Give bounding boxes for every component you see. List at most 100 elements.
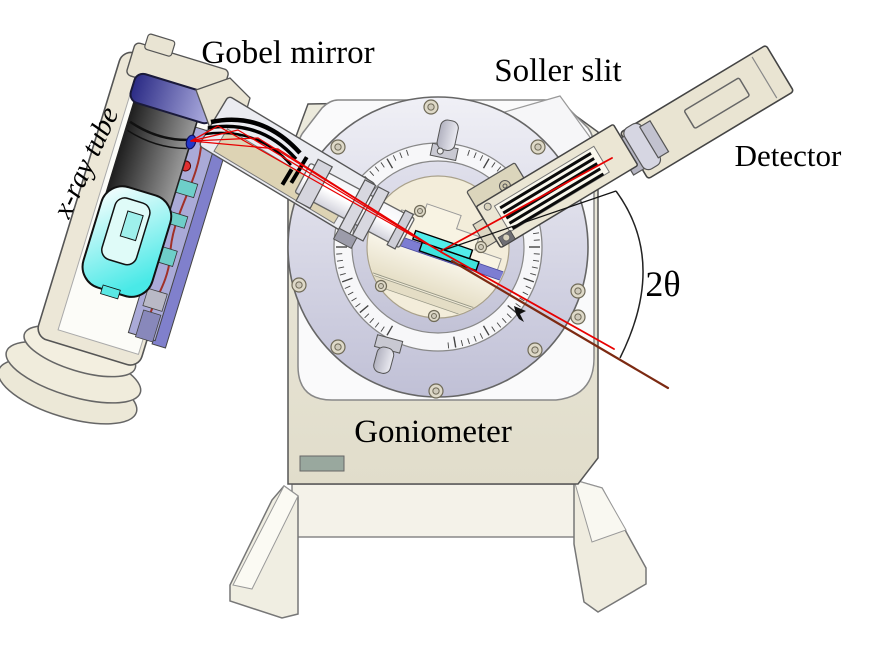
cylinder-band [127, 129, 187, 150]
bolt [378, 283, 384, 289]
tick [369, 318, 375, 324]
tick [473, 152, 477, 159]
tick [341, 277, 353, 283]
bolt [431, 313, 437, 319]
soller-slat [502, 157, 595, 215]
tick [523, 277, 535, 283]
label-soller-slit: Soller slit [494, 53, 621, 89]
label-gobel-mirror: Gobel mirror [201, 35, 374, 71]
angle-vertex-line [443, 190, 617, 251]
tick [399, 152, 403, 159]
bolt [531, 346, 539, 354]
tick [359, 304, 369, 314]
tick [339, 273, 346, 276]
tick [351, 297, 357, 302]
exit-slit-bar [280, 168, 294, 186]
soller-slat [508, 167, 602, 225]
collimator-flange [295, 158, 334, 210]
mirror-curve [210, 117, 302, 155]
exit-slit-bar [289, 156, 309, 184]
angle-arc [615, 190, 644, 359]
focused-beam [217, 125, 442, 253]
dial-clamp-top [429, 119, 459, 162]
tick [344, 285, 351, 289]
bolt [574, 287, 582, 295]
tick [530, 273, 537, 276]
transmitted-beam-red [440, 251, 615, 350]
tick [515, 303, 521, 308]
goniometer-foot-left [229, 484, 299, 619]
tick [501, 318, 507, 324]
bolt [334, 143, 342, 151]
dial-index-arrow [514, 306, 526, 322]
soller-slit-assembly [472, 124, 638, 248]
soller-slat [511, 172, 605, 230]
tick [467, 149, 470, 156]
bolt [417, 208, 423, 214]
goniometer-foot-right [573, 479, 647, 613]
tick [392, 155, 397, 161]
tick [364, 313, 370, 319]
tick [506, 313, 512, 319]
xray-beams [190, 125, 670, 390]
incident-fan [190, 125, 279, 150]
bolt [478, 244, 484, 250]
label-two-theta: 2θ [645, 264, 680, 304]
dial-clamp-bottom [373, 334, 404, 374]
bolt [574, 313, 582, 321]
xray-tube-glass-bulb [81, 185, 173, 300]
cylinder-band [129, 120, 190, 142]
collimator [294, 158, 415, 250]
tick [447, 342, 450, 349]
bolt [432, 387, 440, 395]
bolt [427, 103, 435, 111]
tick [482, 158, 490, 169]
tick [374, 322, 380, 328]
diffracted-beam [440, 157, 613, 252]
tick [491, 326, 496, 332]
tick [386, 325, 394, 336]
detector-end-line [751, 56, 778, 99]
xray-tube [0, 33, 230, 425]
tick [479, 155, 484, 161]
soller-screw [483, 202, 492, 211]
tick [533, 259, 540, 262]
tick [467, 338, 470, 345]
tick [336, 259, 343, 262]
bolt [295, 281, 303, 289]
tick [460, 340, 464, 347]
bolt [334, 343, 342, 351]
tick [519, 297, 525, 302]
tick [533, 232, 540, 235]
tick [374, 166, 380, 172]
label-detector: Detector [735, 138, 842, 173]
soller-slat [499, 152, 592, 210]
tick [525, 285, 532, 289]
xray-window [185, 134, 197, 150]
tick [491, 162, 496, 168]
tick [406, 149, 409, 156]
tick [386, 158, 394, 169]
bolt [534, 143, 542, 151]
tick [347, 291, 354, 296]
two-theta-angle [443, 190, 644, 359]
dial-bolts [291, 99, 586, 399]
transmitted-beam-dark [450, 259, 670, 390]
collimator-flange [351, 185, 390, 242]
goniometer-dial [287, 96, 589, 399]
tick [355, 303, 361, 308]
goniometer-nameplate [299, 455, 345, 472]
tick [473, 335, 477, 342]
collimator-tab [332, 227, 358, 249]
detector-slot [684, 77, 750, 129]
xray-tube-cap-notch [144, 33, 176, 57]
tick [338, 266, 345, 269]
sample-disc-bolts [374, 204, 488, 323]
tick [496, 166, 502, 172]
tick [522, 291, 529, 296]
tick [507, 304, 517, 314]
goniometer-stand [291, 483, 579, 538]
tick [531, 266, 538, 269]
